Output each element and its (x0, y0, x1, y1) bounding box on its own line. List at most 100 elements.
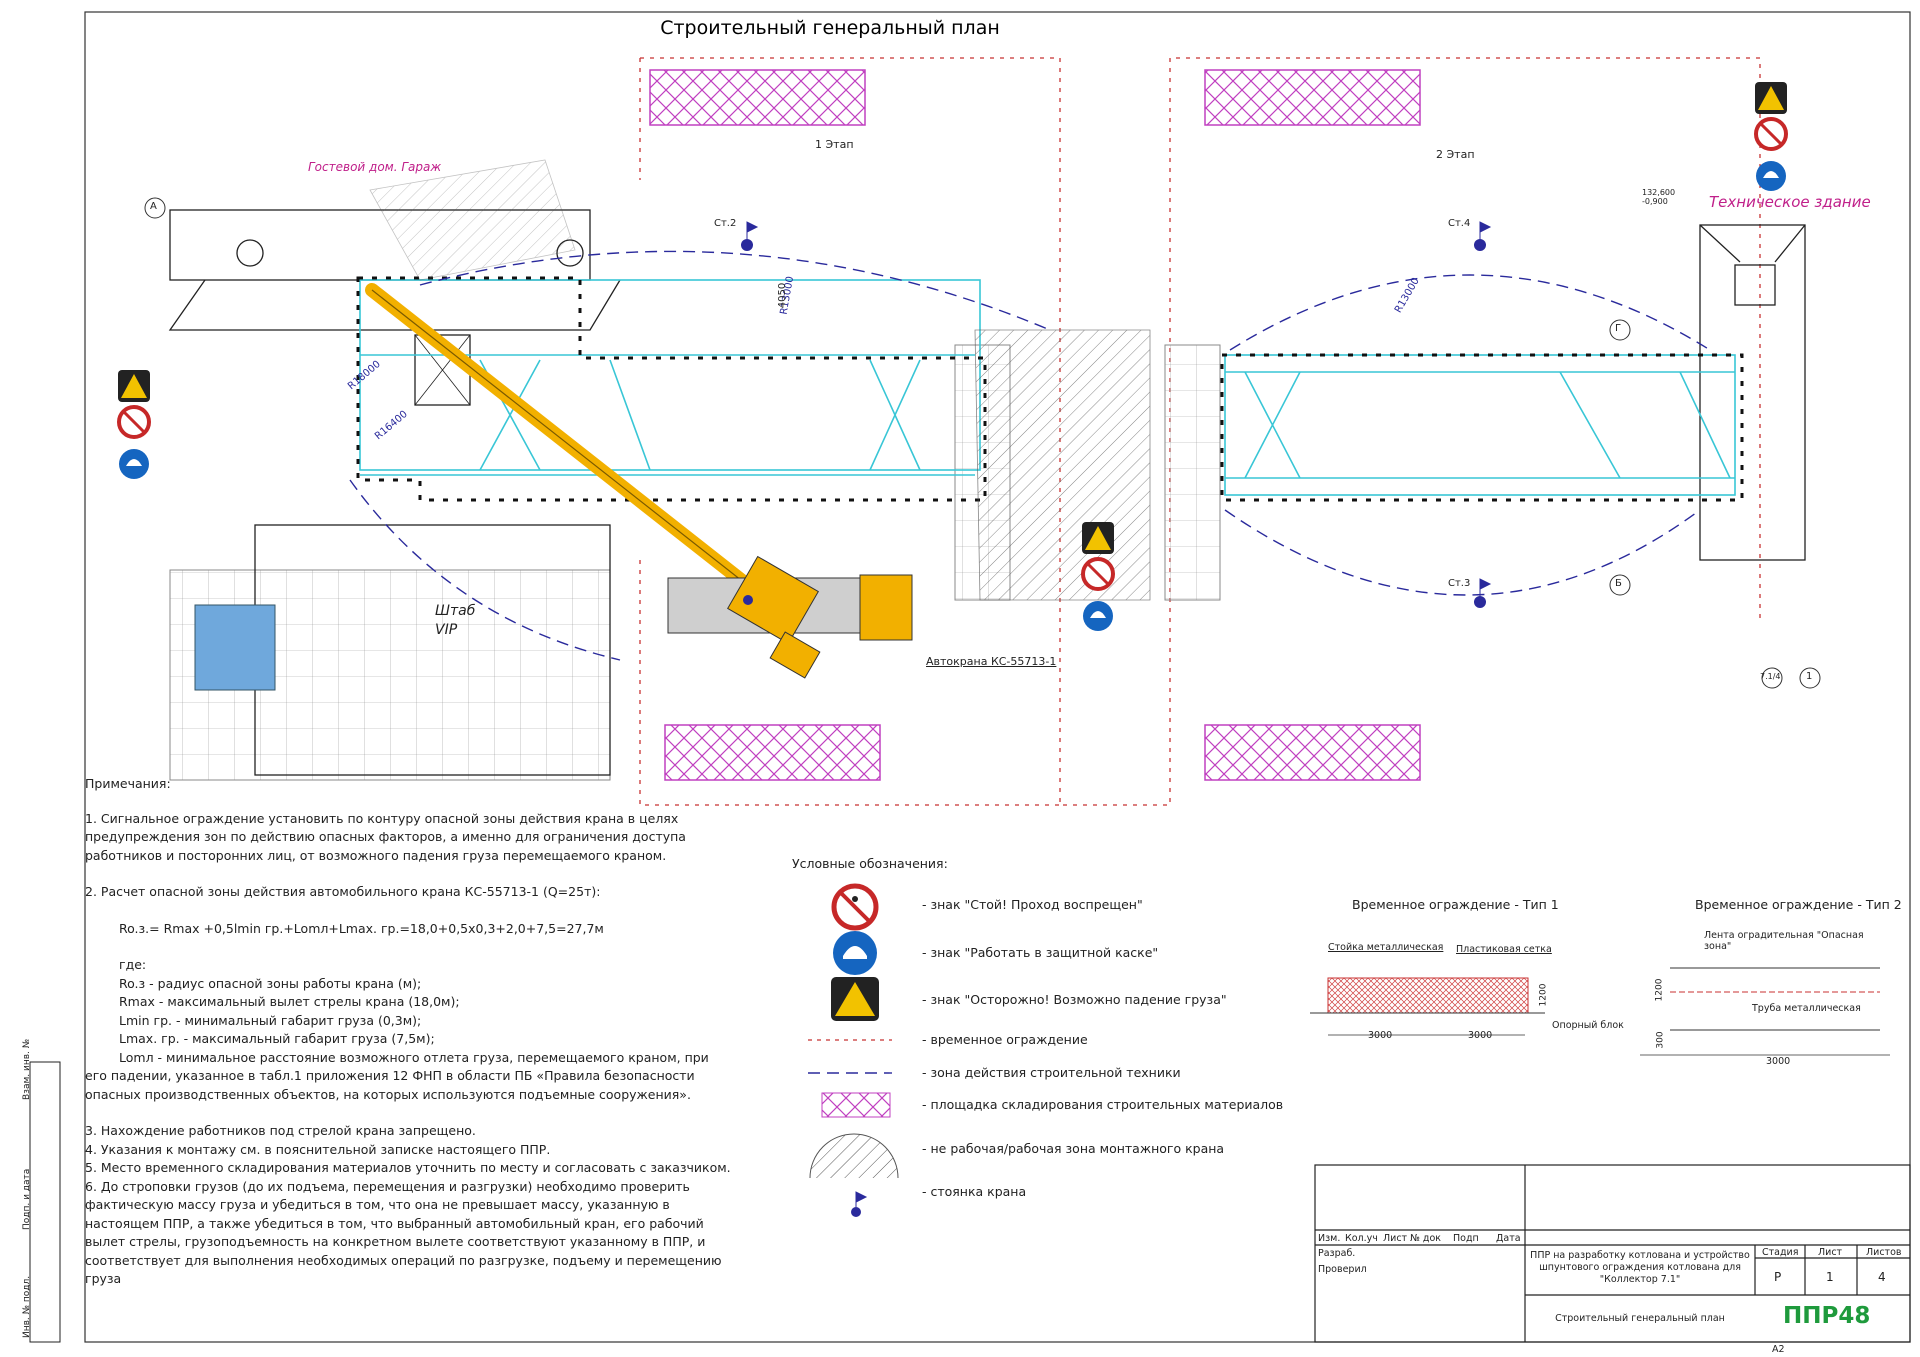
fence-block-label: Опорный блок (1552, 1020, 1624, 1031)
fence-post-label: Стойка металлическая (1328, 942, 1444, 953)
definition: Lmin гр. - минимальный габарит груза (0,… (119, 1012, 422, 1028)
notes-block: Примечания: 1. Сигнальное ограждение уст… (85, 775, 745, 1289)
technical-building (1699, 224, 1806, 561)
level-mark: 132,600 -0,900 (1642, 188, 1676, 206)
stop-sign-icon (830, 882, 880, 936)
autocrane-ks-55713-1 (365, 283, 913, 679)
sheet-header: Лист (1818, 1247, 1843, 1258)
sign-stack-top-right (1753, 80, 1789, 204)
fence-mesh-label: Пластиковая сетка (1456, 944, 1552, 955)
definition: Rmax - максимальный вылет стрелы крана (… (119, 994, 460, 1009)
guest-house-label: Гостевой дом. Гараж (308, 160, 442, 174)
stamp-col: Изм. (1318, 1233, 1341, 1244)
stamp-col: Дата (1496, 1233, 1521, 1244)
definition: его падении, указанное в табл.1 приложен… (85, 1068, 695, 1102)
note-1: 1. Сигнальное ограждение установить по к… (85, 810, 686, 863)
fence-width-label: 3000 (1468, 1030, 1493, 1041)
stamp-col: Кол.уч (1345, 1233, 1378, 1244)
side-stamp-strip (29, 1061, 61, 1343)
axis-label: 1 (1806, 671, 1813, 682)
checked-by-label: Проверил (1318, 1264, 1367, 1275)
sheets-header: Листов (1866, 1247, 1902, 1258)
legend-item: - площадка складирования строительных ма… (922, 1097, 1284, 1112)
axis-label: А (150, 201, 157, 212)
legend-item: - зона действия строительной техники (922, 1065, 1181, 1080)
formula: Ro.з.= Rmax +0,5lmin гр.+Lomл+Lmax. гр.=… (119, 920, 604, 936)
legend-item: - временное ограждение (922, 1032, 1088, 1047)
definition: Lmax. гр. - максимальный габарит груза (… (119, 1031, 435, 1046)
station-label: Ст.2 (714, 218, 737, 229)
axis-label: 7.1/4 (1760, 672, 1781, 681)
side-stamp-label: Подп. и дата (22, 1168, 32, 1230)
developed-by-label: Разраб. (1318, 1248, 1356, 1259)
stage-header: Стадия (1762, 1247, 1799, 1258)
fence-height-label: 1200 (1654, 978, 1665, 1002)
fence-height-label: 1200 (1538, 983, 1549, 1007)
storage-area (649, 69, 1421, 781)
fence-height-label: 300 (1655, 1031, 1666, 1049)
legend-item: - знак "Работать в защитной каске" (922, 945, 1159, 960)
sheet-value: 1 (1826, 1270, 1834, 1284)
side-stamp-label: Взам. инв. № (22, 1038, 32, 1100)
notes-heading: Примечания: (85, 776, 171, 791)
note-6: 6. До строповки грузов (до их подъема, п… (85, 1178, 722, 1287)
where-label: где: (119, 957, 147, 972)
crane-label: Автокрана КС-55713-1 (926, 655, 1057, 668)
shtab-vip-label: VIP (435, 622, 458, 638)
note-2: 2. Расчет опасной зоны действия автомоби… (85, 884, 601, 899)
fence-width-label: 3000 (1368, 1030, 1393, 1041)
page-title: Строительный генеральный план (660, 17, 1000, 39)
sheet-title: Строительный генеральный план (1555, 1313, 1725, 1324)
project-name: ППР на разработку котлована и устройство… (1530, 1250, 1750, 1285)
legend-item: - знак "Осторожно! Возможно падение груз… (922, 992, 1227, 1007)
dimension-label: 4050 (777, 282, 789, 309)
fence-type-1-title: Временное ограждение - Тип 1 (1352, 897, 1559, 912)
stage-2-label: 2 Этап (1436, 148, 1475, 161)
fence-type-2-title: Временное ограждение - Тип 2 (1695, 897, 1902, 912)
falling-load-sign-icon (830, 976, 880, 1026)
helmet-sign-icon (830, 928, 880, 982)
technical-building-label: Техническое здание (1709, 193, 1871, 211)
fence-width-label: 3000 (1766, 1056, 1791, 1067)
legend-item: - стоянка крана (922, 1184, 1027, 1199)
station-label: Ст.3 (1448, 578, 1471, 589)
paving-zone (1164, 344, 1221, 601)
crane-zone (349, 250, 1711, 661)
note-3: 3. Нахождение работников под стрелой кра… (85, 1123, 476, 1138)
axis-label: Б (1615, 578, 1622, 589)
format-label: А2 (1772, 1344, 1785, 1355)
stage-value: Р (1774, 1270, 1782, 1284)
title-block (1314, 1164, 1911, 1343)
sign-stack-left (116, 368, 152, 492)
side-stamp-label: Инв. № подл. (22, 1275, 32, 1338)
fence-tape-label: Лента оградительная "Опасная зона" (1704, 930, 1864, 952)
legend-heading: Условные обозначения: (792, 856, 948, 871)
fence-pipe-label: Труба металлическая (1752, 1003, 1861, 1014)
legend-item: - знак "Стой! Проход воспрещен" (922, 897, 1143, 912)
temporary-fence (639, 57, 1761, 806)
axis-bubbles (144, 197, 1821, 689)
fence-type-1-drawing (1310, 977, 1545, 1036)
sheet-frame (84, 11, 1911, 1343)
crane-station-icons (741, 221, 1492, 608)
sheet-piling (356, 276, 1744, 502)
legend-item: - не рабочая/рабочая зона монтажного кра… (922, 1141, 1225, 1156)
definition: Ro.з - радиус опасной зоны работы крана … (119, 975, 422, 991)
fence-type-2-drawing (1640, 967, 1890, 1056)
company-logo: ППР48 (1783, 1303, 1871, 1329)
sign-stack-middle (1080, 520, 1116, 644)
stamp-col: № док (1410, 1233, 1442, 1244)
shtab-label: Штаб (435, 603, 476, 619)
definition: Lomл - минимальное расстояние возможного… (119, 1049, 709, 1065)
note-4: 4. Указания к монтажу см. в пояснительно… (85, 1141, 551, 1157)
axis-label: Г (1615, 323, 1622, 334)
legend-graphics (808, 1039, 899, 1217)
stamp-col: Лист (1383, 1233, 1408, 1244)
station-label: Ст.4 (1448, 218, 1471, 229)
shtab-block (194, 604, 276, 691)
sheets-value: 4 (1878, 1270, 1886, 1284)
stage-1-label: 1 Этап (815, 138, 854, 151)
note-5: 5. Место временного складирования матери… (85, 1160, 731, 1175)
trench-structure (359, 279, 1736, 496)
